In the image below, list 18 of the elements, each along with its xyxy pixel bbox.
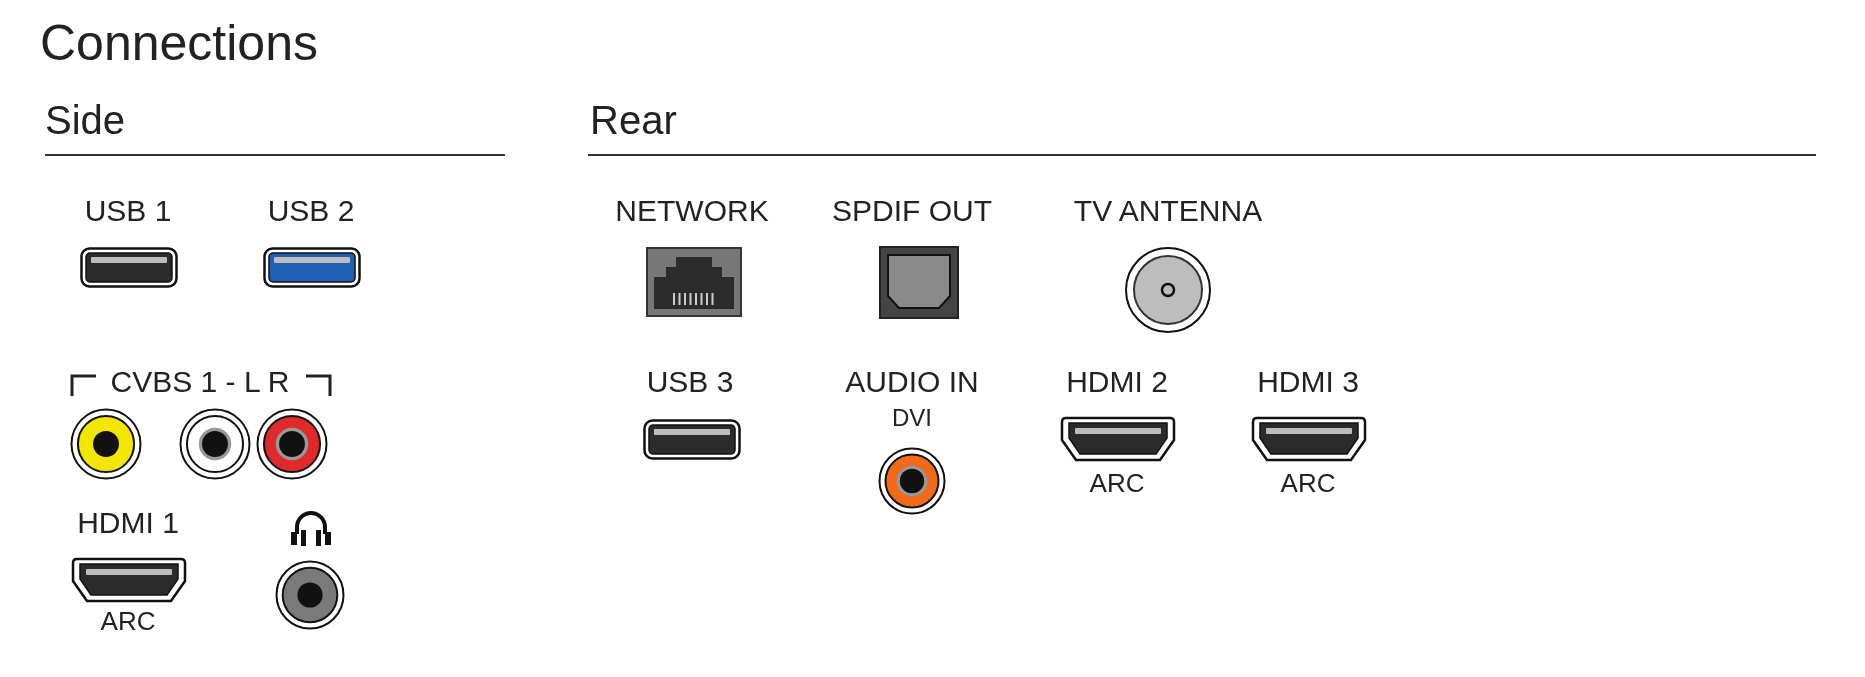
port-label: NETWORK: [615, 196, 769, 226]
port-label: ARC: [1089, 470, 1145, 496]
port-label: USB 3: [646, 367, 734, 397]
port-label: ARC: [100, 608, 156, 634]
port-label: HDMI 2: [1066, 367, 1168, 397]
section-heading: Side: [45, 100, 126, 140]
port-label: ARC: [1280, 470, 1336, 496]
port-label: HDMI 1: [77, 508, 179, 538]
port-label: USB 1: [84, 196, 172, 226]
port-label: USB 2: [267, 196, 355, 226]
port-label: SPDIF OUT: [832, 196, 992, 226]
port-label: DVI: [892, 406, 932, 430]
port-label: AUDIO IN: [845, 367, 979, 397]
port-label: TV ANTENNA: [1073, 196, 1263, 226]
port-label: CVBS 1 - L R: [110, 367, 290, 397]
section-heading: Rear: [590, 100, 677, 140]
port-label: HDMI 3: [1257, 367, 1359, 397]
page-title: Connections: [40, 18, 318, 68]
